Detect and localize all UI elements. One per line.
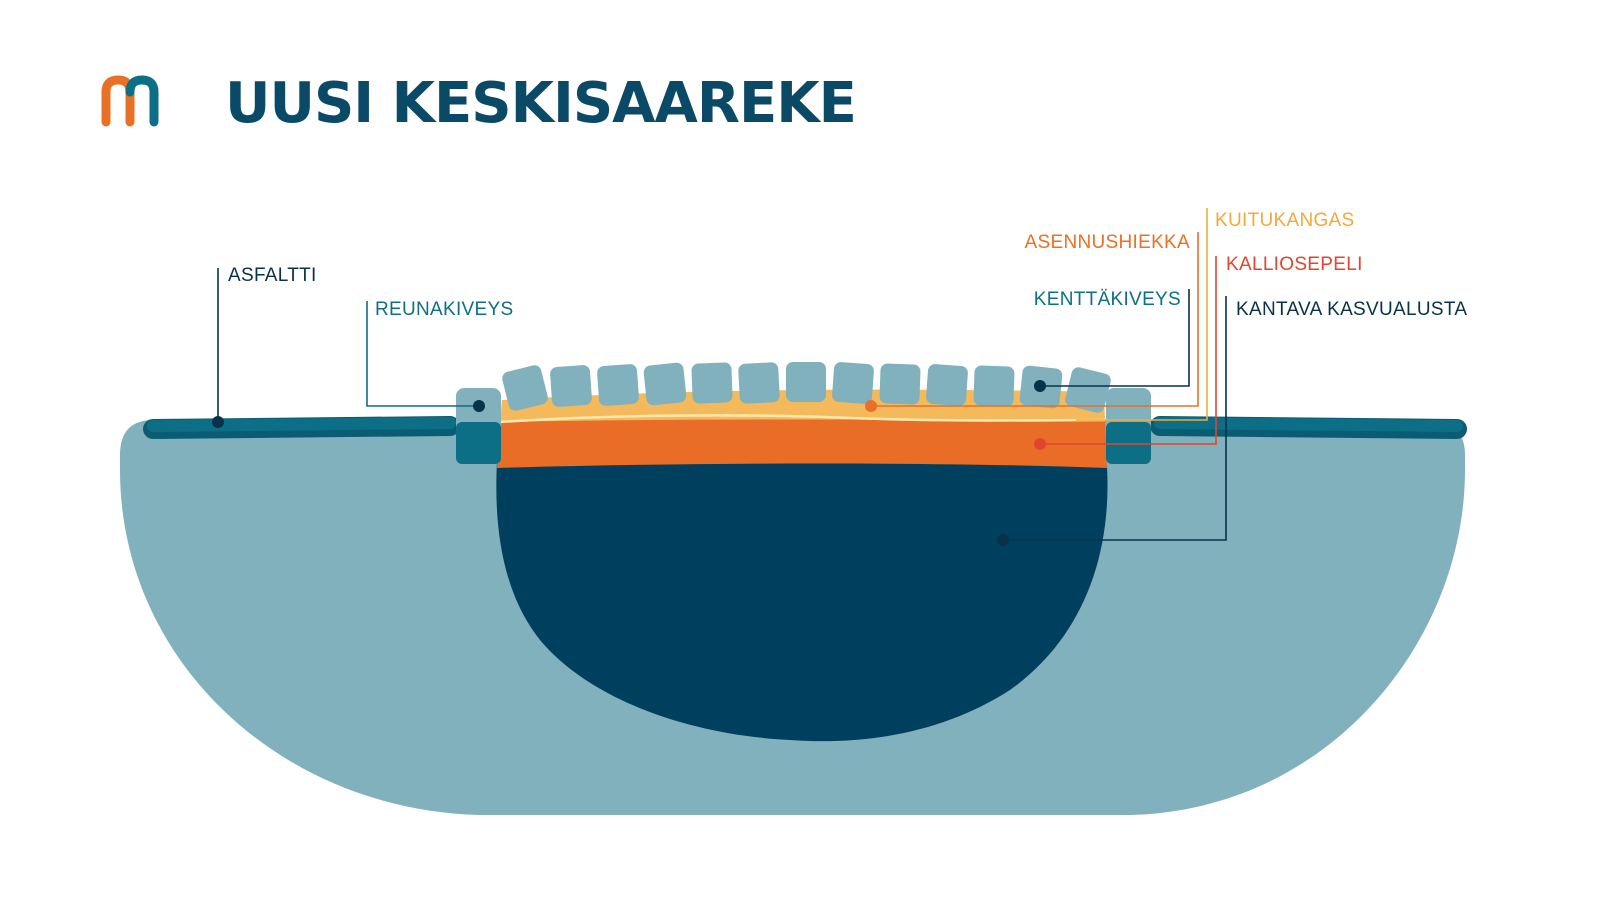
page-title: UUSI KESKISAAREKE (225, 71, 856, 136)
gravel-layer (497, 417, 1107, 468)
label-kenttakiveys: KENTTÄKIVEYS (1034, 289, 1181, 310)
asphalt-right (1150, 416, 1467, 439)
label-asfaltti: ASFALTTI (228, 265, 317, 286)
marker-dots (212, 380, 1046, 546)
asphalt-left (143, 416, 460, 439)
growing-medium-basin (496, 461, 1108, 742)
m-logo-icon (101, 75, 159, 127)
label-kalliosepeli: KALLIOSEPELI (1226, 254, 1363, 275)
leader-lines (217, 208, 1227, 541)
label-asennushiekka: ASENNUSHIEKKA (1025, 232, 1190, 253)
paving-stones (502, 362, 1111, 413)
label-kantava-kasvualusta: KANTAVA KASVUALUSTA (1236, 299, 1467, 320)
label-reunakiveys: REUNAKIVEYS (375, 299, 513, 320)
curb-stone-right (1106, 388, 1151, 464)
label-kuitukangas: KUITUKANGAS (1215, 210, 1355, 231)
fabric-line (499, 414, 1106, 424)
curb-stone-left (456, 388, 501, 464)
